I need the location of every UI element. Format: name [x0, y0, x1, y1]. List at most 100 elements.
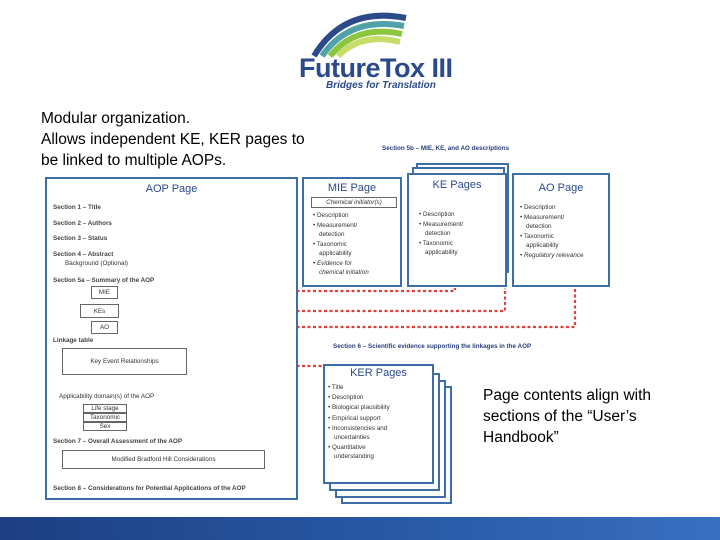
ao-item-label: detection: [526, 223, 552, 230]
ao-item: detection: [526, 223, 552, 230]
ke-item: detection: [425, 230, 451, 237]
aop-page-box: AOP Page Section 1 – Title Section 2 – A…: [45, 177, 298, 500]
section-5b-label: Section 5b – MIE, KE, and AO description…: [382, 145, 510, 152]
ao-item: • Regulatory relevance: [520, 252, 584, 259]
ke-item: • Measurement/: [419, 221, 464, 228]
ker-item-label: understanding: [334, 453, 374, 460]
mie-item-label: Evidence for: [316, 260, 352, 267]
aop-section-5a: Section 5a – Summary of the AOP: [53, 277, 155, 284]
aop-applicability: Applicability domain(s) of the AOP: [59, 393, 155, 400]
ker-item-label: Quantitative: [331, 444, 366, 451]
aop-taxonomic: Taxonomic: [89, 414, 121, 421]
ker-item-label: Empirical support: [331, 415, 381, 422]
mie-item: detection: [319, 231, 345, 238]
aop-page-title: AOP Page: [145, 183, 198, 195]
aop-section-8: Section 8 – Considerations for Potential…: [53, 485, 246, 492]
aop-life-stage: Life stage: [91, 405, 119, 412]
aop-taxonomic-box: Taxonomic: [83, 413, 127, 422]
mie-item-label: detection: [319, 231, 345, 238]
caption-right-line: sections of the “User’s: [483, 408, 637, 425]
mie-item-label: Measurement/: [316, 222, 358, 229]
ao-page-box: AO Page • Description • Measurement/ det…: [512, 173, 610, 287]
aop-section-3: Section 3 – Status: [53, 235, 108, 242]
ker-item: understanding: [334, 453, 374, 460]
ke-item-label: Measurement/: [422, 221, 464, 228]
footer-bar: [0, 517, 720, 540]
ke-item: • Taxonomic: [419, 240, 453, 247]
ao-item-label: Description: [523, 204, 556, 211]
mie-page-box: MIE Page Chemical initiator(s) • Descrip…: [302, 177, 402, 287]
ao-item: • Taxonomic: [520, 233, 554, 240]
aop-life-stage-box: Life stage: [83, 404, 127, 413]
mie-item: • Description: [313, 212, 349, 219]
ker-item: • Description: [328, 394, 364, 401]
mie-item: chemical initiation: [319, 269, 369, 276]
logo-arcs-icon: [311, 12, 407, 58]
aop-section-1: Section 1 – Title: [53, 204, 101, 211]
caption-left-line: Modular organization.: [41, 110, 191, 127]
aop-background: Background (Optional): [65, 260, 129, 267]
aop-bradford: Modified Bradford Hill Considerations: [111, 456, 216, 463]
ao-item: • Description: [520, 204, 556, 211]
mie-page-title: MIE Page: [327, 182, 377, 194]
aop-ker-box: Key Event Relationships: [62, 348, 187, 375]
caption-left-line: be linked to multiple AOPs.: [41, 152, 227, 169]
mie-chemical-initiator: Chemical initiator(s): [326, 199, 382, 206]
ke-item: • Description: [419, 211, 455, 218]
ker-item-label: Inconsistencies and: [331, 425, 388, 432]
aop-section-7: Section 7 – Overall Assessment of the AO…: [53, 438, 183, 445]
aop-section-4: Section 4 – Abstract: [53, 251, 114, 258]
ker-item-label: uncertainties: [334, 434, 370, 441]
ke-item-label: applicability: [425, 249, 458, 256]
ker-item: • Quantitative: [328, 444, 366, 451]
section-6-label: Section 6 – Scientific evidence supporti…: [333, 343, 532, 350]
aop-structure-diagram: Section 5b – MIE, KE, and AO description…: [45, 140, 610, 505]
logo-subtitle: Bridges for Translation: [326, 80, 436, 91]
linkage-connectors: [115, 288, 577, 368]
ao-item-label: Taxonomic: [523, 233, 554, 240]
aop-ao-box: AO: [91, 321, 118, 334]
ao-page-title: AO Page: [538, 182, 584, 194]
caption-right-line: Page contents align with: [483, 387, 652, 404]
caption-right: Page contents align with sections of the…: [483, 383, 652, 450]
ker-item: • Title: [328, 384, 344, 391]
aop-ao-label: AO: [99, 324, 110, 331]
aop-bradford-box: Modified Bradford Hill Considerations: [62, 450, 265, 469]
ker-page-title: KER Pages: [350, 367, 407, 379]
ker-item-label: Title: [331, 384, 344, 391]
mie-item: • Taxonomic: [313, 241, 347, 248]
logo-title: FutureTox III: [299, 53, 453, 83]
aop-ker-label: Key Event Relationships: [90, 358, 159, 365]
ao-item-label: Regulatory relevance: [523, 252, 584, 259]
ker-item: • Inconsistencies and: [328, 425, 388, 432]
ao-item: • Measurement/: [520, 214, 565, 221]
ker-item-label: Biological plausibility: [331, 404, 390, 411]
aop-section-2: Section 2 – Authors: [53, 220, 112, 227]
ker-item: • Empirical support: [328, 415, 381, 422]
ker-item: • Biological plausibility: [328, 404, 390, 411]
caption-left-line: Allows independent KE, KER pages to: [41, 131, 305, 148]
ao-item-label: applicability: [526, 242, 559, 249]
caption-right-line: Handbook”: [483, 429, 559, 446]
mie-item: • Evidence for: [313, 260, 352, 267]
mie-item-label: chemical initiation: [319, 269, 369, 276]
ke-item-label: Description: [422, 211, 455, 218]
ao-item: applicability: [526, 242, 559, 249]
ke-item-label: Taxonomic: [422, 240, 453, 247]
aop-sex-box: Sex: [83, 422, 127, 431]
ker-item: uncertainties: [334, 434, 370, 441]
mie-item-label: applicability: [319, 250, 352, 257]
mie-chemical-initiator-box: Chemical initiator(s): [311, 197, 397, 208]
mie-item-label: Taxonomic: [316, 241, 347, 248]
mie-item-label: Description: [316, 212, 349, 219]
aop-kes-box: KEs: [80, 304, 119, 318]
mie-item: applicability: [319, 250, 352, 257]
ker-item-label: Description: [331, 394, 364, 401]
aop-mie-box: MIE: [91, 286, 118, 299]
ker-page-box: KER Pages • Title • Description • Biolog…: [323, 364, 434, 484]
ke-item-label: detection: [425, 230, 451, 237]
aop-linkage-table: Linkage table: [53, 337, 94, 344]
ao-item-label: Measurement/: [523, 214, 565, 221]
ke-page-title: KE Pages: [432, 179, 482, 191]
ke-item: applicability: [425, 249, 458, 256]
